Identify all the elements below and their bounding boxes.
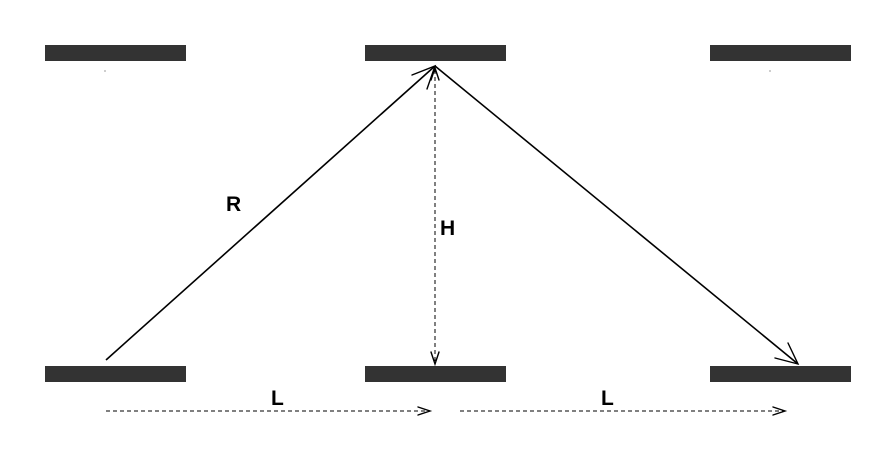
speck-left: [104, 70, 106, 72]
plate-top-left: [45, 45, 186, 61]
label-l-left: L: [271, 387, 284, 410]
plate-top-right: [710, 45, 851, 61]
height-arrowhead-bottom: [430, 351, 440, 367]
height-arrowhead-top: [430, 65, 440, 81]
label-l-right: L: [601, 387, 614, 410]
speck-right: [769, 70, 771, 72]
label-r: R: [226, 193, 241, 216]
plate-top-center: [365, 45, 506, 61]
length-arrowhead-left: [417, 406, 433, 416]
label-h: H: [440, 217, 455, 240]
ray-r: [105, 65, 436, 361]
plate-bottom-center: [365, 366, 506, 382]
plate-bottom-left: [45, 366, 186, 382]
ray-reflected: [434, 65, 799, 365]
ray-reflected-arrowhead: [774, 342, 800, 366]
length-arrowhead-right: [772, 406, 788, 416]
plate-bottom-right: [710, 366, 851, 382]
